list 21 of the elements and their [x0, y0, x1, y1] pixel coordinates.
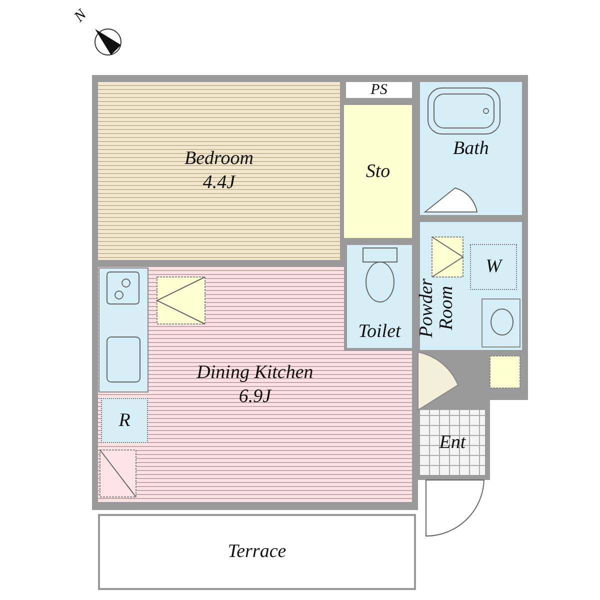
room-label: Sto — [366, 160, 390, 184]
room — [98, 82, 340, 260]
room-label: Bath — [453, 136, 489, 160]
terrace-area — [98, 514, 416, 590]
room-label: Dining Kitchen — [196, 360, 314, 384]
room — [420, 410, 485, 475]
room-label: Toilet — [358, 320, 401, 344]
north-label: N — [71, 6, 91, 26]
room-label: Ent — [439, 430, 466, 454]
room-label: Terrace — [228, 540, 286, 564]
room — [346, 82, 412, 98]
room-label: R — [118, 408, 130, 432]
room-label: W — [486, 255, 502, 279]
room-label: 6.9J — [238, 384, 272, 408]
room — [344, 105, 412, 238]
room-label: PS — [370, 82, 388, 98]
appliance-space — [470, 244, 517, 290]
room-label: Bedroom — [184, 147, 254, 171]
room-label: Powder Room — [417, 277, 457, 340]
room-label: 4.4J — [202, 171, 236, 195]
appliance-space — [101, 398, 148, 443]
